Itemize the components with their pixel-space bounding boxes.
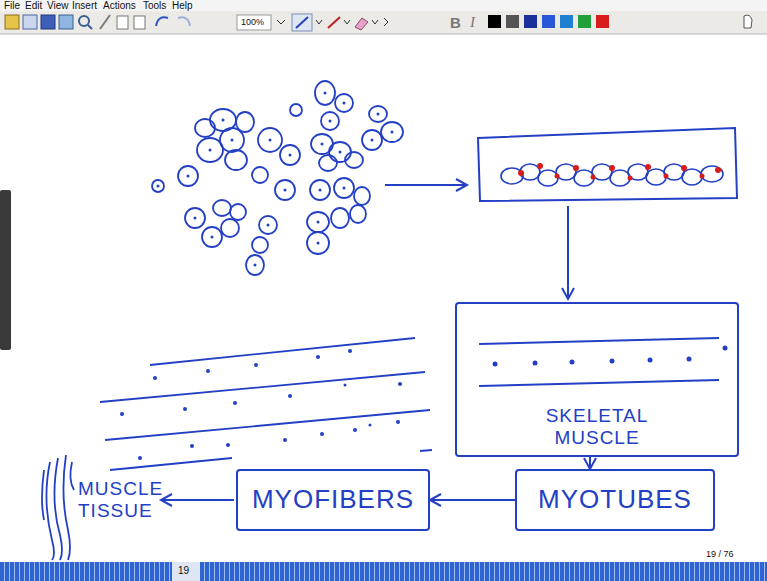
menu-item: File bbox=[4, 0, 20, 12]
skeletal-muscle-box: SKELETAL MUSCLE bbox=[455, 302, 739, 457]
menu-item: View bbox=[47, 0, 69, 12]
menu-item: Help bbox=[172, 0, 193, 12]
arrow bbox=[161, 494, 234, 506]
menu-bar bbox=[0, 0, 767, 11]
cell-cluster bbox=[152, 81, 403, 275]
toolbar-icons bbox=[5, 14, 752, 31]
arrow bbox=[385, 179, 467, 191]
flow-arrow bbox=[584, 457, 596, 469]
flow-arrow bbox=[430, 494, 515, 506]
menu-item: Actions bbox=[103, 0, 136, 12]
menu-item: Edit bbox=[25, 0, 42, 12]
node-label: MYOFIBERS bbox=[252, 485, 414, 515]
aligned-cells-box bbox=[478, 128, 737, 201]
italic-button: I bbox=[470, 14, 475, 31]
menu-item: Insert bbox=[72, 0, 97, 12]
toolbar bbox=[0, 11, 767, 34]
menu-item: Tools bbox=[143, 0, 166, 12]
page-counter: 19 / 76 bbox=[706, 549, 734, 559]
process-box: MYOTUBES bbox=[515, 469, 715, 531]
zoom-level: 100% bbox=[241, 17, 264, 27]
process-box: MYOFIBERS bbox=[236, 469, 430, 531]
node-label: SKELETAL MUSCLE bbox=[532, 405, 662, 449]
tissue-strands bbox=[42, 455, 74, 560]
arrow bbox=[562, 206, 574, 299]
myofiber-nuclei bbox=[120, 349, 402, 460]
page-number: 19 bbox=[178, 565, 189, 577]
node-label: MYOTUBES bbox=[538, 485, 692, 515]
page-slot bbox=[172, 562, 200, 581]
bold-button: B bbox=[450, 14, 461, 31]
myofiber-bundle bbox=[100, 338, 432, 470]
cell-nuclei bbox=[157, 92, 394, 267]
side-tab bbox=[0, 190, 11, 350]
toolbar-edge bbox=[0, 34, 767, 35]
status-bar bbox=[0, 562, 767, 581]
muscle-tissue-label: MUSCLE TISSUE bbox=[78, 478, 168, 522]
